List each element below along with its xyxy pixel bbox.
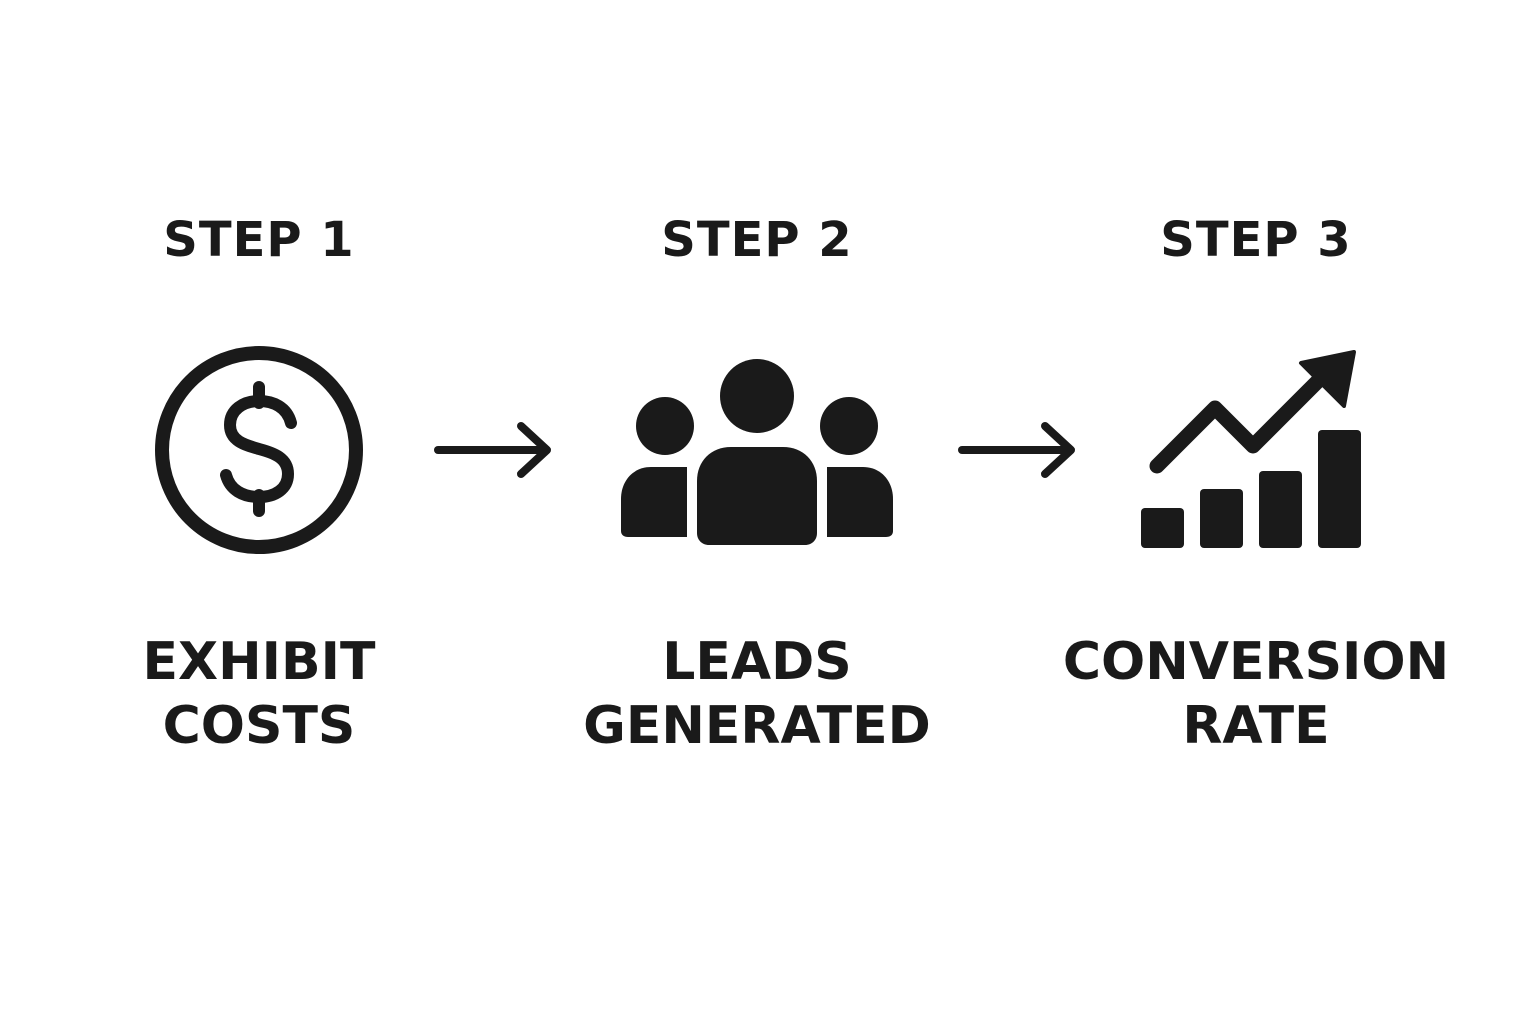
growth-chart-icon <box>1141 350 1361 548</box>
step-3-label: CONVERSION RATE <box>1063 630 1449 758</box>
step-2: STEP 2 LEADS GENERATED <box>567 210 947 758</box>
step-3-title: STEP 3 <box>1160 212 1352 268</box>
step-1: STEP 1 EXHIBIT COSTS <box>69 210 449 758</box>
step-1-label-line-2: COSTS <box>162 696 356 756</box>
step-3-label-line-2: RATE <box>1182 696 1330 756</box>
dollar-circle-icon <box>155 346 363 554</box>
step-2-icon-container <box>607 340 907 560</box>
step-1-label: EXHIBIT COSTS <box>143 630 376 758</box>
step-1-icon-container <box>109 340 409 560</box>
step-2-label-line-2: GENERATED <box>583 696 931 756</box>
step-1-title: STEP 1 <box>163 212 355 268</box>
step-2-title: STEP 2 <box>661 212 853 268</box>
step-3-icon-container <box>1106 340 1406 560</box>
step-2-label-line-1: LEADS <box>662 632 852 692</box>
step-2-label: LEADS GENERATED <box>583 630 931 758</box>
step-3: STEP 3 CONVERSION RATE <box>1063 210 1449 758</box>
right-arrow-icon <box>434 422 551 478</box>
step-1-label-line-1: EXHIBIT <box>142 632 376 692</box>
right-arrow-icon <box>958 422 1075 478</box>
people-group-icon <box>621 359 893 545</box>
step-3-label-line-1: CONVERSION <box>1062 632 1450 692</box>
